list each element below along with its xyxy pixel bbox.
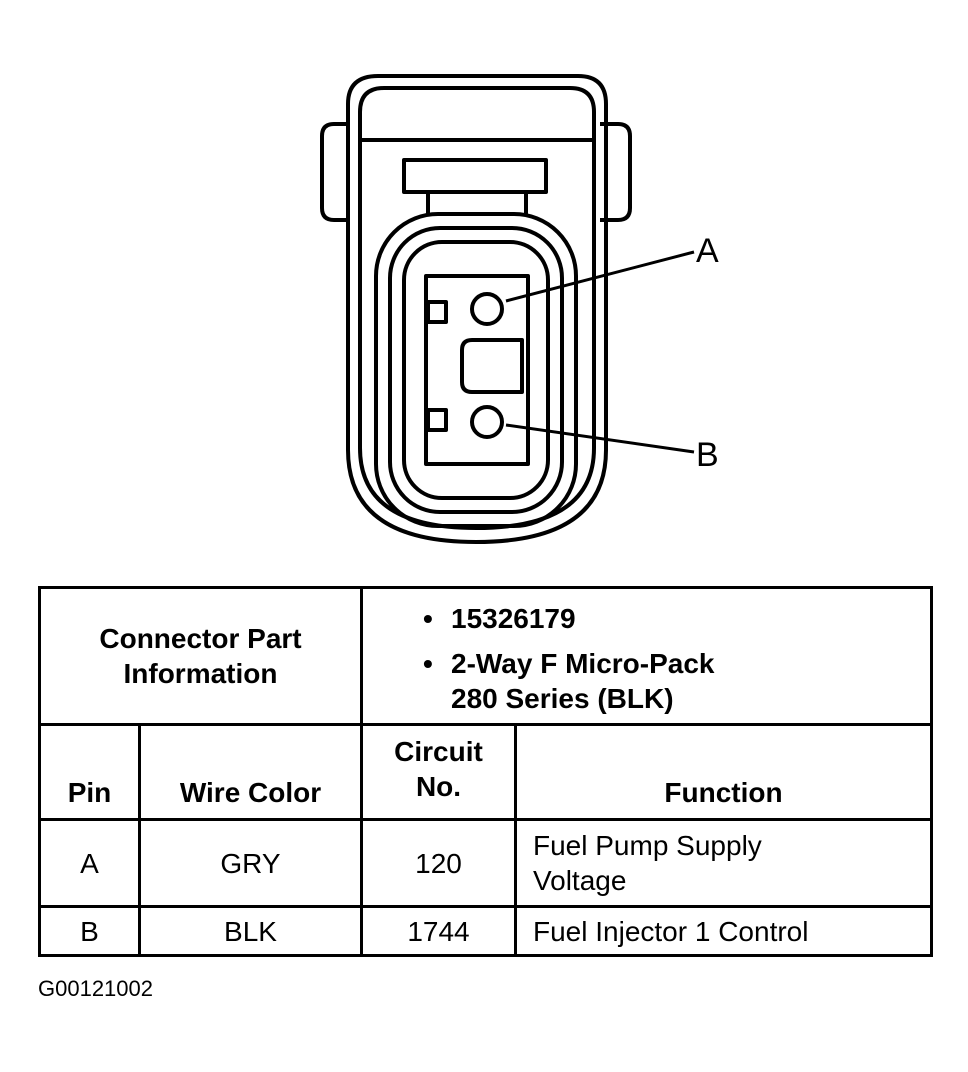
row-wire-color: BLK	[138, 905, 363, 957]
pin-callout-a: A	[696, 232, 719, 270]
connector-pinout-table: Connector Part Information • 15326179 • …	[38, 586, 934, 957]
pin-cavity-b	[470, 405, 504, 439]
locator-square-a	[426, 300, 448, 324]
row-function: Fuel Injector 1 Control	[513, 905, 934, 957]
header-circuit-no: Circuit No.	[360, 723, 517, 821]
row-pin: B	[38, 905, 141, 957]
header-wire-color: Wire Color	[138, 723, 363, 821]
housing-outline	[346, 74, 608, 544]
row-function-line2: Voltage	[533, 865, 627, 896]
header-pin: Pin	[38, 723, 141, 821]
latch-tab	[402, 158, 548, 194]
seal-outer	[374, 212, 578, 528]
leader-line-b	[505, 423, 695, 454]
seal-middle	[388, 226, 564, 514]
connector-part-info-values: • 15326179 • 2-Way F Micro-Pack 280 Seri…	[359, 586, 934, 726]
right-lock-ear	[600, 122, 632, 222]
header-row: Pin Wire Color Circuit No. Function	[38, 723, 934, 821]
header-circuit-line1: Circuit	[394, 736, 483, 767]
seal-inner	[402, 240, 550, 500]
connector-face-drawing: A B	[320, 74, 719, 544]
part-number-bullet: • 15326179	[423, 601, 930, 636]
row-function: Fuel Pump Supply Voltage	[513, 818, 934, 908]
row-circuit: 120	[360, 818, 517, 908]
table-row: A GRY 120 Fuel Pump Supply Voltage	[38, 818, 934, 908]
bullet-icon: •	[423, 648, 433, 679]
pin-cavity-a	[470, 292, 504, 326]
leader-line-a	[505, 250, 695, 303]
left-lock-ear	[320, 122, 350, 222]
pin-callout-b: B	[696, 436, 719, 474]
info-label-line2: Information	[123, 658, 278, 689]
row-circuit: 1744	[360, 905, 517, 957]
header-function: Function	[513, 723, 934, 821]
row-pin: A	[38, 818, 141, 908]
part-info-row: Connector Part Information • 15326179 • …	[38, 586, 934, 726]
row-function-line1: Fuel Pump Supply	[533, 830, 762, 861]
part-series: 280 Series (BLK)	[451, 683, 674, 714]
table-row: B BLK 1744 Fuel Injector 1 Control	[38, 905, 934, 957]
center-key	[460, 338, 524, 394]
row-wire-color: GRY	[138, 818, 363, 908]
info-label-line1: Connector Part	[99, 623, 302, 654]
part-number: 15326179	[451, 603, 576, 634]
header-circuit-line2: No.	[415, 771, 462, 802]
connector-part-info-label: Connector Part Information	[38, 586, 363, 726]
figure-id: G00121002	[38, 976, 153, 1001]
bullet-icon: •	[423, 603, 433, 634]
part-description: 2-Way F Micro-Pack	[451, 648, 715, 679]
row-function-line1: Fuel Injector 1 Control	[533, 915, 809, 947]
terminal-block	[424, 274, 530, 466]
locator-square-b	[426, 408, 448, 432]
part-description-bullet: • 2-Way F Micro-Pack 280 Series (BLK)	[423, 646, 930, 716]
